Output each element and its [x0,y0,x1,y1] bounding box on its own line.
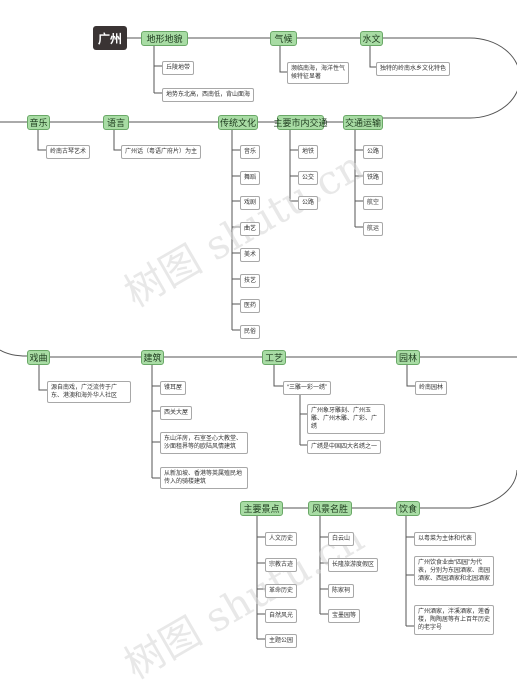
topic-yinyue[interactable]: 音乐 [27,115,50,130]
leaf-gongyi-sub-0[interactable]: 广州象牙雕刻、广州玉雕、广州木雕、广彩、广绣 [307,404,385,434]
leaf-jianzhu-0[interactable]: 镬耳屋 [160,381,187,395]
topic-xiqu[interactable]: 戏曲 [27,350,50,365]
leaf-jiaotong-1[interactable]: 铁路 [363,171,384,185]
leaf-dixing-1[interactable]: 地势东北高，西南低，背山面海 [162,88,255,102]
topic-yuyan[interactable]: 语言 [103,115,129,130]
leaf-yuyan-0[interactable]: 广州话（粤语广府片）为主 [121,145,202,159]
leaf-yuanlin-0[interactable]: 岭南园林 [415,381,448,395]
leaf-yinshi-1[interactable]: 广州饮食业由“四园”为代表，分别为东园酒家、南园酒家、西园酒家和北园酒家 [414,556,494,586]
topic-gongyi[interactable]: 工艺 [262,350,286,365]
leaf-qihou-0[interactable]: 濒临南海，海洋性气候特征显著 [287,62,349,84]
leaf-jiaotong-inner-2[interactable]: 公路 [298,196,319,210]
leaf-jiaotong-0[interactable]: 公路 [363,145,384,159]
leaf-jianzhu-2[interactable]: 东山洋房，石室圣心大教堂、沙面租界等的欧陆风情建筑 [160,432,248,454]
leaf-jingdian-1[interactable]: 宗教古迹 [265,558,298,572]
topic-shuiwen[interactable]: 水文 [360,31,383,46]
topic-jianzhu[interactable]: 建筑 [141,350,164,365]
leaf-chuantong-3[interactable]: 曲艺 [240,222,261,236]
leaf-jingdian-0[interactable]: 人文历史 [265,532,298,546]
leaf-fengjing-2[interactable]: 陈家祠 [328,584,355,598]
leaf-chuantong-6[interactable]: 医药 [240,299,261,313]
leaf-chuantong-0[interactable]: 音乐 [240,145,261,159]
topic-qihou[interactable]: 气候 [270,31,297,46]
root-node[interactable]: 广州 [93,26,127,50]
topic-yinshi[interactable]: 饮食 [396,501,420,516]
topic-fengjing[interactable]: 风景名胜 [308,501,352,516]
topic-yuanlin[interactable]: 园林 [396,350,420,365]
leaf-fengjing-1[interactable]: 长隆旅游度假区 [328,558,379,572]
leaf-jingdian-4[interactable]: 主题公园 [265,634,298,648]
leaf-jiaotong-2[interactable]: 航空 [363,196,384,210]
leaf-fengjing-0[interactable]: 白云山 [328,532,355,546]
leaf-chuantong-1[interactable]: 舞蹈 [240,171,261,185]
leaf-jianzhu-3[interactable]: 从新加坡、香港等英属殖民地传入的骑楼建筑 [160,467,248,489]
mind-map-connectors [0,37,517,640]
leaf-yinshi-0[interactable]: 以粤菜为主体和代表 [414,532,477,546]
leaf-jingdian-2[interactable]: 革命历史 [265,584,298,598]
leaf-jianzhu-1[interactable]: 西关大屋 [160,406,193,420]
leaf-yinyue-0[interactable]: 岭南古琴艺术 [46,145,91,159]
topic-jingdian[interactable]: 主要景点 [240,501,283,516]
leaf-jiaotong-inner-0[interactable]: 地铁 [298,145,319,159]
leaf-fengjing-3[interactable]: 宝墨园等 [328,609,361,623]
leaf-gongyi-0[interactable]: “三雕一彩一绣” [283,381,331,395]
leaf-jingdian-3[interactable]: 自然风光 [265,609,298,623]
leaf-chuantong-4[interactable]: 美术 [240,248,261,262]
topic-chuantong[interactable]: 传统文化 [218,115,258,130]
topic-dixing[interactable]: 地形地貌 [141,31,188,46]
leaf-jiaotong-inner-1[interactable]: 公交 [298,171,319,185]
leaf-gongyi-sub-1[interactable]: 广绣是中国四大名绣之一 [307,440,382,454]
leaf-yinshi-2[interactable]: 广州酒家，泮溪酒家，莲香楼，陶陶居等有上百年历史的老字号 [414,605,494,635]
leaf-shuiwen-0[interactable]: 独特的岭南水乡文化特色 [376,62,451,76]
leaf-chuantong-7[interactable]: 民俗 [240,325,261,339]
leaf-chuantong-2[interactable]: 戏剧 [240,196,261,210]
topic-jiaotong-inner[interactable]: 主要市内交通 [274,115,328,130]
leaf-jiaotong-3[interactable]: 航运 [363,222,384,236]
leaf-chuantong-5[interactable]: 技艺 [240,274,261,288]
topic-jiaotong[interactable]: 交通运输 [343,115,383,130]
leaf-dixing-0[interactable]: 丘陵地带 [162,61,195,75]
leaf-xiqu-0[interactable]: 源自南戏，广泛流传于广东、港澳和海外华人社区 [47,381,131,403]
